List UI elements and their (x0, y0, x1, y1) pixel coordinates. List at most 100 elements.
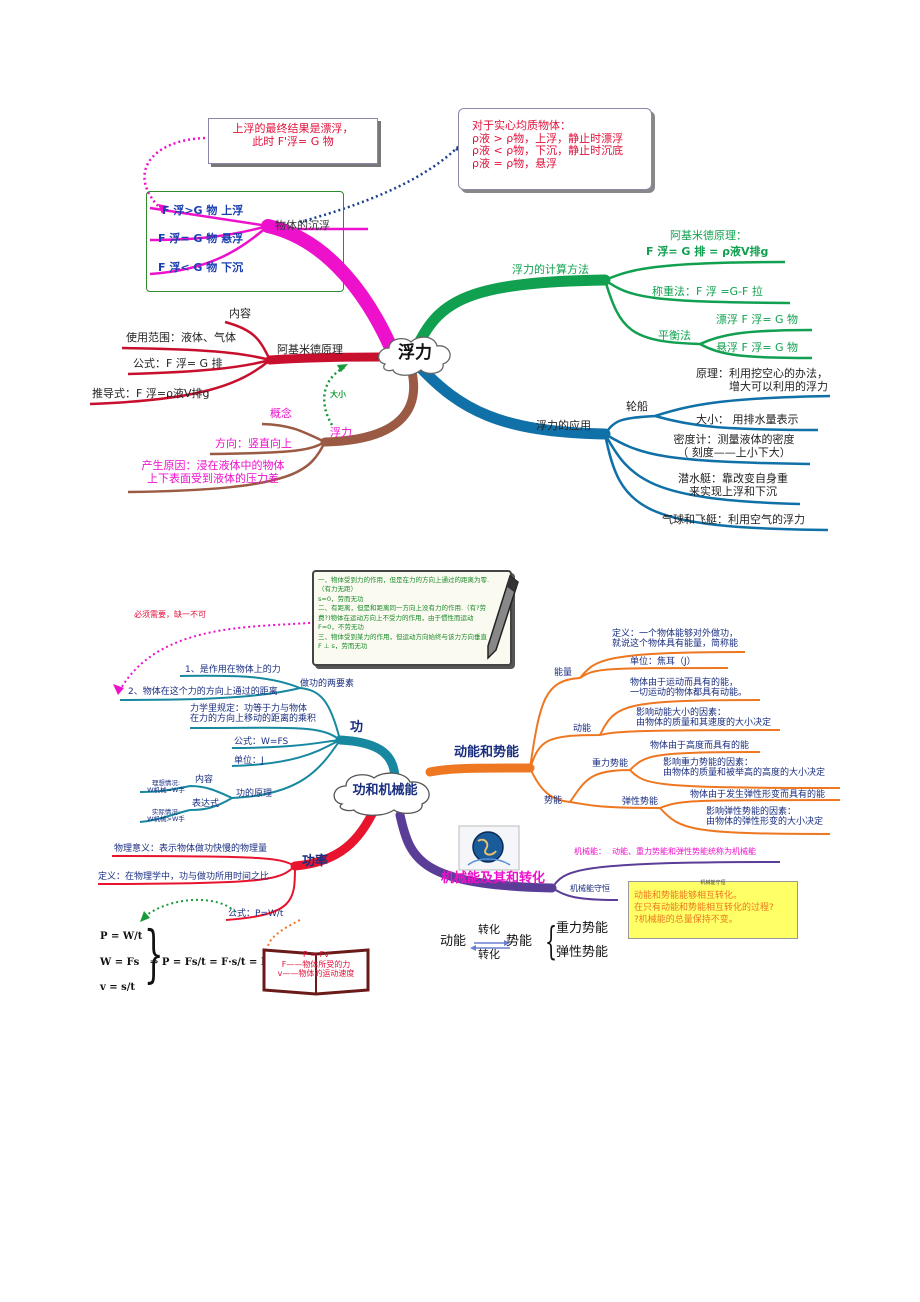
branch-apply (412, 359, 611, 440)
dotted-arrowhead-power-formula (140, 911, 150, 922)
apply-subbranches (603, 394, 831, 532)
branch-sinkfloat (261, 219, 399, 357)
yellow-note-title: 机械能守恒 (700, 880, 726, 886)
potential-node: 势能 (544, 796, 563, 806)
note-float-result-text: 上浮的最终结果是漂浮， 此时 F'浮= G 物 (232, 122, 354, 148)
work-factor-2: 2、物体在这个力的方向上通过的距离 (128, 687, 278, 697)
sinkfloat-subbranches (149, 206, 269, 276)
elastic-potential-factor: 影响弹性势能的因素： 由物体的弹性形变的大小决定 (706, 807, 824, 828)
gravity-potential-definition: 物体由于高度而具有的能 (650, 741, 750, 751)
force-size-arrow-label: 大小 (330, 390, 346, 399)
work-label: 功 (350, 720, 364, 735)
convert-gravity-potential: 重力势能 (556, 921, 609, 936)
apply-submarine: 潜水艇：靠改变自身重 来实现上浮和下沉 (678, 472, 788, 498)
branch-force (320, 367, 419, 447)
power-meaning: 物理意义：表示物体做功快慢的物理量 (114, 844, 268, 854)
buoyancy-center-cloud: 浮力 (375, 334, 455, 376)
sinkfloat-label: 物体的沉浮 (275, 219, 330, 232)
work-principle: 功的原理 (236, 789, 273, 799)
scroll-note (312, 570, 512, 666)
apply-balloon: 气球和飞艇：利用空气的浮力 (662, 513, 805, 526)
dotted-arrow-top-note (143, 136, 206, 211)
mech-conservation: 机械能守恒 (570, 884, 610, 893)
work-center-label: 功和机械能 (352, 783, 418, 798)
dotted-arrow-book (267, 919, 301, 947)
convert-arrowhead-left (470, 945, 476, 951)
globe-icon (458, 825, 520, 871)
dotted-arrow-power-formula (142, 898, 236, 919)
apply-ship-principle: 原理：利用挖空心的办法， 增大可以利用的浮力 (696, 367, 828, 393)
branch-energy (425, 763, 535, 777)
force-concept: 概念 (270, 407, 292, 420)
force-direction: 方向：竖直向上 (215, 437, 292, 450)
power-math-1: P = W/t (100, 931, 143, 942)
convert-bottom-label: 转化 (478, 948, 500, 961)
work-factor-1: 1、是作用在物体上的力 (185, 665, 281, 675)
force-subbranches (127, 422, 327, 494)
energy-definition: 定义：一个物体能够对外做功， 就说这个物体具有能量，简称能 (612, 629, 739, 650)
convert-kinetic: 动能 (440, 934, 467, 949)
note-required: 必须需要，缺一不可 (134, 610, 206, 619)
cloud-shape-bottom (333, 772, 430, 816)
branch-calc (412, 274, 611, 351)
mech-def-label: 机械能： (574, 847, 606, 856)
force-cause: 产生原因：浸在液体中的物体 上下表面受到液体的压力差 (141, 459, 285, 485)
sinkfloat-item-rise: F 浮>G 物 上浮 (162, 204, 244, 217)
work-principle-expression: 表达式 (192, 799, 220, 809)
work-unit: 单位：J (234, 756, 264, 766)
branch-mech (395, 810, 557, 893)
kinetic-node: 动能 (573, 724, 592, 734)
power-formula: 公式：P=W/t (228, 909, 284, 919)
elastic-potential-definition: 物体由于发生弹性形变而具有的能 (690, 790, 826, 800)
archimedes-derived: 推导式：F 浮=ρ液V排g (92, 387, 210, 400)
work-subbranches (119, 674, 341, 823)
pen-icon (487, 574, 519, 660)
work-center-cloud: 功和机械能 (330, 770, 440, 816)
convert-top-label: 转化 (478, 923, 500, 936)
sinkfloat-frame (146, 191, 344, 292)
dotted-arrow-right-note (299, 144, 461, 224)
work-two-factors: 做功的两要素 (300, 679, 355, 689)
book-icon (262, 948, 370, 996)
energy-node: 能量 (554, 668, 573, 678)
buoyancy-center-label: 浮力 (398, 343, 432, 363)
calc-float: 漂浮 F 浮= G 物 (716, 313, 799, 326)
calc-label: 浮力的计算方法 (512, 263, 589, 276)
power-label: 功率 (302, 854, 329, 869)
force-label: 浮力 (330, 426, 352, 439)
calc-subbranches (603, 260, 813, 360)
yellow-note (628, 881, 798, 939)
power-definition: 定义：在物理学中，功与做功所用时间之比 (98, 872, 270, 882)
convert-elastic-potential: 弹性势能 (556, 945, 609, 960)
calc-archimedes-title: 阿基米德原理： (670, 229, 747, 242)
apply-label: 浮力的应用 (536, 419, 591, 432)
apply-densimeter: 密度计：测量液体的密度 （ 刻度——上小下大） (673, 433, 795, 459)
note-density-compare (458, 108, 652, 190)
power-subbranches (97, 855, 296, 921)
work-ideal-case: 理想情况: W机械=W手 (147, 779, 185, 795)
dotted-arrow-size (323, 365, 346, 426)
convert-potential: 势能 (506, 934, 533, 949)
convert-brace: { (545, 919, 558, 963)
archimedes-scope: 使用范围：液体、气体 (126, 331, 236, 344)
archimedes-formula: 公式：F 浮= G 排 (133, 357, 223, 370)
mech-subbranches (551, 861, 781, 901)
sinkfloat-item-suspend: F 浮= G 物 悬浮 (158, 232, 244, 245)
elastic-potential-node: 弹性势能 (622, 797, 659, 807)
cloud-shape (378, 336, 451, 376)
calc-weigh: 称重法：F 浮 =G-F 拉 (652, 285, 763, 298)
mech-definition: 动能、重力势能和弹性势能统称为机械能 (612, 847, 756, 856)
work-principle-content: 内容 (195, 775, 214, 785)
convert-arrowhead-right (504, 940, 510, 946)
power-math-3: v = s/t (100, 982, 136, 993)
kinetic-factor: 影响动能大小的因素： 由物体的质量和其速度的大小决定 (636, 708, 772, 729)
energy-unit: 单位：焦耳（J） (630, 657, 696, 667)
dotted-arrowhead-size (337, 364, 348, 372)
archimedes-content: 内容 (229, 307, 251, 320)
dotted-arrowhead-two-factors (113, 684, 124, 695)
apply-ship: 轮船 (626, 400, 648, 413)
work-formula: 公式：W=FS (234, 737, 289, 747)
branch-power (290, 803, 380, 871)
dotted-arrowhead-top (158, 204, 168, 214)
